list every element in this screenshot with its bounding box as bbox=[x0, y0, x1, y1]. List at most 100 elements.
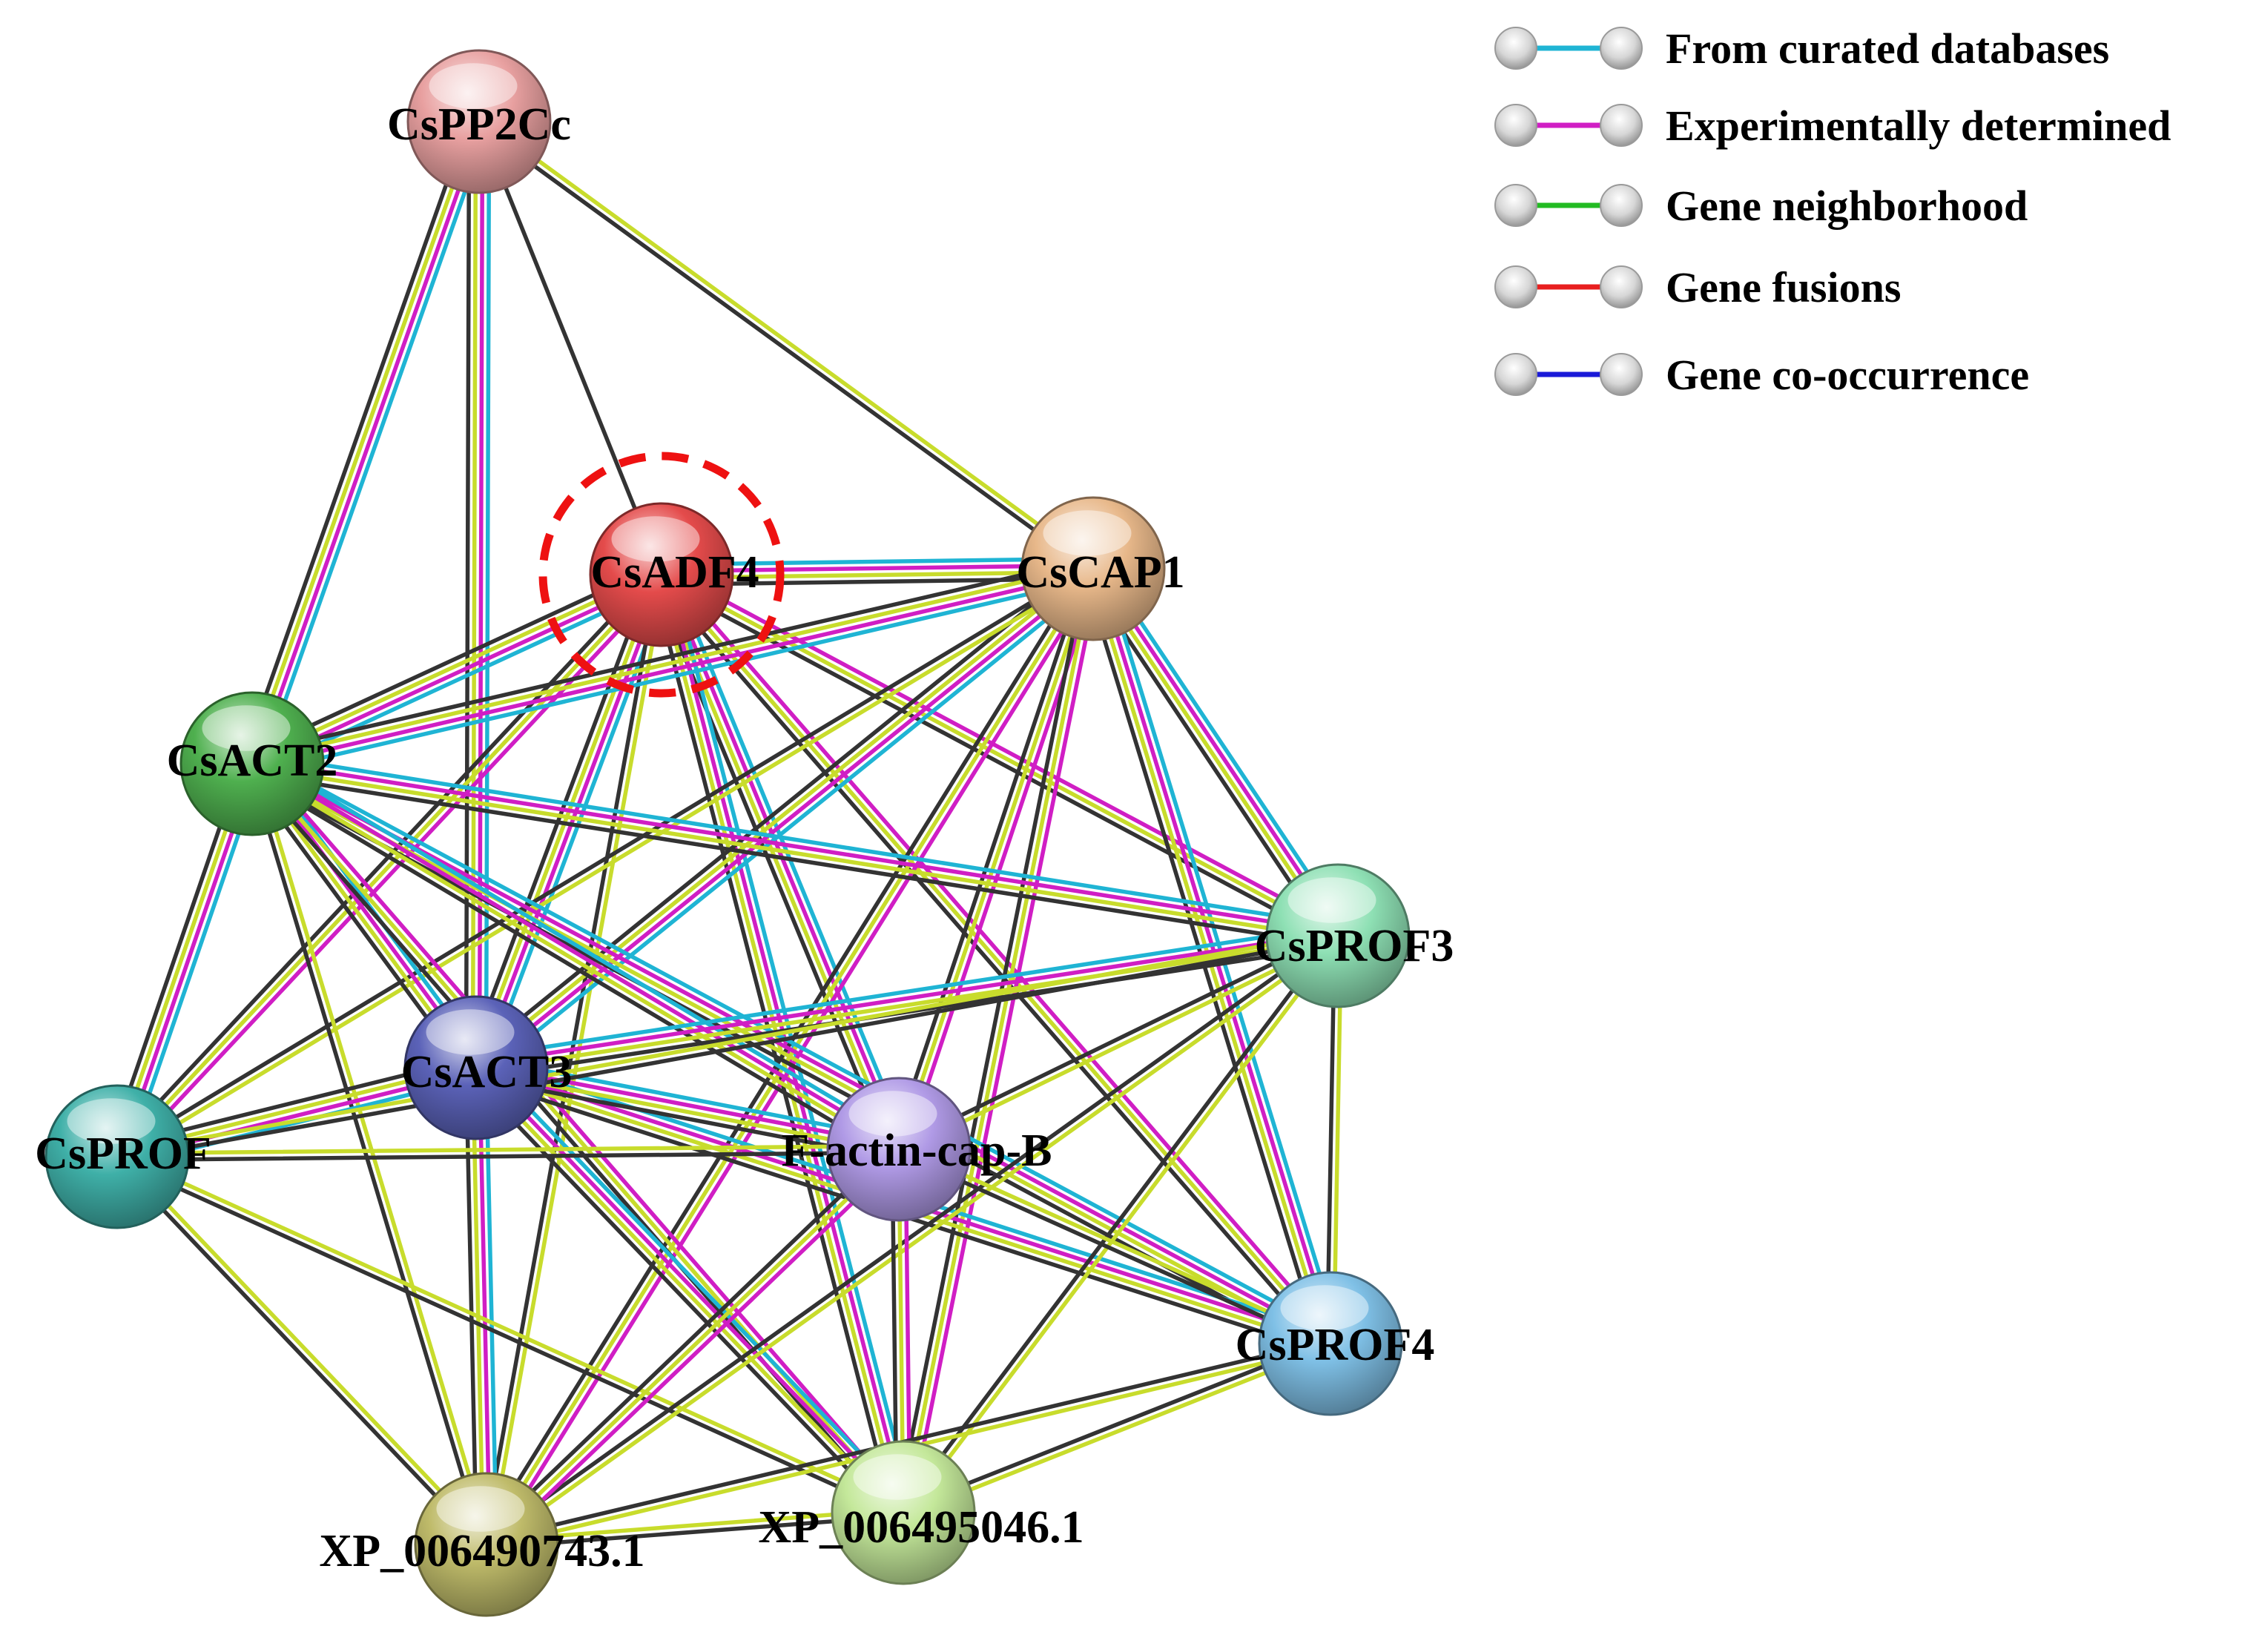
edge-line-text bbox=[659, 572, 1333, 1346]
node-XP_006495046.1[interactable] bbox=[831, 1440, 976, 1585]
edge-line-db bbox=[480, 574, 1102, 1078]
legend-item-gene-neighborhood: Gene neighborhood bbox=[1491, 172, 2247, 239]
edge-line-text bbox=[902, 1344, 1334, 1518]
edge-line-db bbox=[1099, 561, 1348, 933]
edge-CsPROF4-XP_006495046.1 bbox=[900, 1338, 1334, 1518]
edge-CsPROF3-XP_006490743.1 bbox=[482, 931, 1342, 1550]
edge-line-text bbox=[117, 1152, 492, 1544]
edge-line-text bbox=[901, 566, 1095, 1515]
edge-line-text bbox=[472, 564, 1093, 1068]
legend-item-gene-co-occurrence: Gene co-occurrence bbox=[1491, 341, 2247, 408]
node-label-CsPROF4: CsPROF4 bbox=[1236, 1320, 1435, 1370]
edge-CsCAP1-CsACT3 bbox=[467, 558, 1102, 1078]
edge-line-db bbox=[251, 751, 1342, 928]
edge-line-coexp bbox=[245, 770, 896, 1160]
legend-label: Experimentally determined bbox=[1666, 102, 2171, 150]
edge-CsADF4-CsPROF4 bbox=[654, 568, 1338, 1350]
edge-line-db bbox=[254, 753, 1338, 1337]
legend-swatch-icon bbox=[1494, 353, 1643, 396]
edge-line-coexp bbox=[464, 119, 472, 1070]
node-CsCAP1[interactable] bbox=[1020, 496, 1166, 641]
node-CsACT2[interactable] bbox=[179, 691, 325, 836]
node-label-CsACT2: CsACT2 bbox=[167, 736, 338, 786]
edge-line-exp bbox=[664, 568, 1338, 1341]
legend-swatch-icon bbox=[1494, 104, 1643, 147]
legend-label: Gene co-occurrence bbox=[1666, 351, 2030, 399]
edge-line-db bbox=[252, 576, 1098, 776]
edge-line-text bbox=[248, 764, 1331, 1349]
edge-line-text bbox=[484, 1147, 901, 1547]
edge-line-text bbox=[1088, 568, 1338, 940]
edge-line-db bbox=[659, 556, 1095, 567]
edge-line-exp bbox=[477, 1065, 492, 1547]
legend-label: Gene fusions bbox=[1666, 263, 1902, 311]
node-gloss bbox=[429, 63, 518, 109]
legend-node-icon bbox=[1494, 184, 1537, 227]
legend-node-icon bbox=[1494, 353, 1537, 396]
node-circle bbox=[179, 691, 325, 836]
edge-CsACT2-XP_006490743.1 bbox=[246, 760, 492, 1548]
edge-line-coexp bbox=[898, 931, 1338, 1513]
edge-line-exp bbox=[477, 119, 485, 1070]
edge-line-exp bbox=[662, 566, 1343, 932]
node-F-actin-cap-B[interactable] bbox=[826, 1077, 972, 1222]
legend-node-icon bbox=[1600, 353, 1643, 396]
edge-line-coexp bbox=[112, 1157, 487, 1549]
edge-line-text bbox=[249, 764, 1340, 942]
edge-line-db bbox=[255, 753, 906, 1143]
edge-CsPP2Cc-CsADF4 bbox=[477, 119, 664, 577]
edge-CsPP2Cc-CsCAP1 bbox=[475, 116, 1098, 574]
legend-node-icon bbox=[1600, 184, 1643, 227]
edge-line-coexp bbox=[890, 564, 1089, 1149]
node-CsADF4[interactable] bbox=[589, 502, 734, 647]
legend-swatch-icon bbox=[1494, 184, 1643, 227]
edge-line-coexp bbox=[240, 116, 472, 763]
legend-node-icon bbox=[1494, 27, 1537, 70]
node-circle bbox=[1020, 496, 1166, 641]
node-circle bbox=[414, 1472, 559, 1617]
edge-line-text bbox=[474, 936, 1341, 1074]
edge-line-coexp bbox=[464, 1065, 479, 1547]
highlight-dashed-circle bbox=[538, 452, 785, 698]
legend-node-icon bbox=[1600, 104, 1643, 147]
node-circle bbox=[831, 1440, 976, 1585]
edge-line-db bbox=[484, 119, 492, 1070]
node-CsPP2Cc[interactable] bbox=[406, 49, 552, 194]
edge-CsPROF-CsPROF3 bbox=[114, 930, 1341, 1163]
edge-line-exp bbox=[251, 569, 1096, 770]
edge-CsPROF-XP_006495046.1 bbox=[113, 1152, 907, 1518]
legend-item-gene-fusions: Gene fusions bbox=[1491, 254, 2247, 320]
edge-line-text bbox=[253, 760, 492, 1546]
node-label-CsPROF: CsPROF bbox=[35, 1129, 211, 1179]
edge-line-coexp bbox=[248, 557, 1093, 756]
node-circle bbox=[403, 995, 549, 1140]
edge-line-db bbox=[259, 122, 491, 770]
legend-node-icon bbox=[1494, 104, 1537, 147]
node-gloss bbox=[611, 516, 700, 562]
edge-line-coexp bbox=[110, 568, 659, 1154]
node-gloss bbox=[436, 1486, 525, 1532]
edge-line-text bbox=[116, 1152, 907, 1512]
edge-line-exp bbox=[251, 759, 903, 1149]
node-XP_006490743.1[interactable] bbox=[414, 1472, 559, 1617]
edge-line-text bbox=[249, 563, 1095, 763]
edge-CsCAP1-XP_006495046.1 bbox=[894, 565, 1102, 1516]
edge-line-text bbox=[897, 566, 1095, 1152]
edge-CsPP2Cc-CsACT3 bbox=[464, 119, 492, 1070]
edge-line-exp bbox=[477, 573, 667, 1071]
node-label-CsCAP1: CsCAP1 bbox=[1016, 547, 1184, 598]
edge-CsACT2-F-actin-cap-B bbox=[245, 753, 906, 1160]
node-CsPROF4[interactable] bbox=[1258, 1271, 1403, 1416]
edge-line-coexp bbox=[246, 762, 486, 1548]
edge-line-db bbox=[254, 581, 668, 776]
node-CsACT3[interactable] bbox=[403, 995, 549, 1140]
node-CsPROF[interactable] bbox=[44, 1084, 190, 1229]
edge-CsACT2-CsPROF3 bbox=[248, 751, 1342, 948]
legend-label: Gene neighborhood bbox=[1666, 182, 2028, 230]
edge-line-coexp bbox=[895, 931, 1339, 1149]
edge-CsADF4-XP_006490743.1 bbox=[481, 572, 667, 1547]
edges-layer bbox=[105, 116, 1348, 1552]
edge-line-text bbox=[659, 572, 1340, 938]
node-CsPROF3[interactable] bbox=[1265, 863, 1411, 1008]
edge-line-coexp bbox=[900, 1338, 1332, 1512]
